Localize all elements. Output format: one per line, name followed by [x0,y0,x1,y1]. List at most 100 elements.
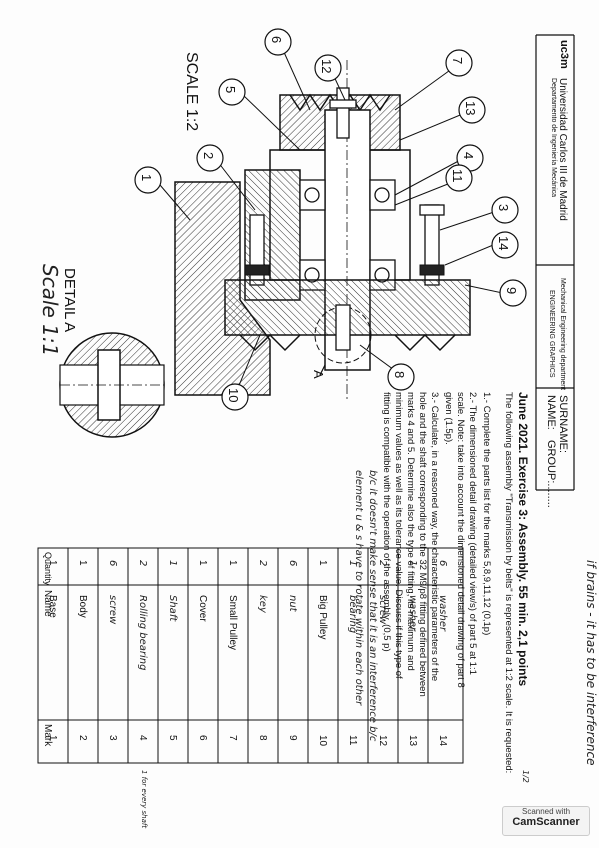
row-2-qty: 1 [77,560,88,566]
row-8-mark: 8 [257,735,268,741]
row-12-mark: 12 [377,735,388,747]
balloon-13 [458,96,486,124]
row-3-qty: 6 [107,560,118,567]
group-field[interactable]: GROUP:........ [545,440,557,508]
row-11-name: bearing [347,595,358,634]
balloon-2 [196,144,224,172]
university-logo: uc3m [558,40,570,69]
balloon-1 [134,166,162,194]
row-10-name: Big Pulley [317,595,328,640]
department-es: Departamento de Ingeniería Mecánica [550,78,557,198]
header-quantity: Quantity [43,552,53,586]
department-en: Mechanical Engineering department [559,278,566,391]
row-9-mark: 9 [287,735,298,741]
balloon-7-label: 7 [450,57,465,65]
item-3a: 3.- Calculate, in a reasoned way, the ch… [429,392,440,682]
row-3-mark: 3 [107,735,118,741]
handwritten-top-note: if brains - it has to be interference [584,560,598,766]
parts-list-table [37,547,464,764]
balloon-2-label: 2 [201,152,216,160]
balloon-5-label: 5 [223,86,238,94]
row-14-name: washer [437,595,448,632]
row-6-name: Cover [197,595,208,622]
row-14-qty: 6 [437,560,448,567]
exercise-title: June 2021. Exercise 3: Assembly. 55 min.… [516,392,530,687]
balloon-7 [445,49,473,77]
row-11-qty: 1 [347,560,358,567]
balloon-11 [445,164,473,192]
balloon-1-label: 1 [139,174,154,182]
balloon-14-label: 14 [496,236,511,251]
balloon-6-label: 6 [269,36,284,44]
exercise-intro: The following assembly "Transmission by … [503,392,514,774]
section-letter: A [311,370,326,379]
balloon-10-label: 10 [226,388,241,403]
item-3b: hole and the shaft corresponding to the … [417,392,428,697]
handwritten-side-note: 1 for every shaft [140,770,148,829]
balloon-12 [314,54,342,82]
balloon-10 [221,383,249,411]
handwritten-scale-note: 1/2 [521,770,530,783]
camscanner-watermark: Scanned with CamScanner [502,806,590,836]
university-name: Universidad Carlos III de Madrid [557,78,568,221]
row-6-qty: 1 [197,560,208,566]
row-2-mark: 2 [77,735,88,741]
balloon-8-label: 8 [392,371,407,379]
scale-label: SCALE 1:2 [183,52,200,132]
row-1-mark: 1 [47,735,58,741]
row-10-mark: 10 [317,735,328,747]
row-4-mark: 4 [137,735,148,741]
balloon-14 [491,231,519,259]
row-5-name: Shaft [167,595,178,622]
detail-scale-label: Scale 1:1 [38,264,62,357]
item-2a: 2.- The dimensioned detail drawing (deta… [467,392,478,675]
item-2b: scale. Note: take into account the dimen… [455,392,466,688]
row-7-qty: 1 [227,560,238,566]
row-5-mark: 5 [167,735,178,741]
row-13-mark: 13 [407,735,418,747]
row-14-mark: 14 [437,735,448,747]
balloon-9 [499,279,527,307]
surname-field[interactable]: SURNAME: [557,395,569,454]
watermark-line2: CamScanner [512,816,580,828]
watermark-line1: Scanned with [521,807,571,816]
row-13-qty: 1 [407,560,418,567]
row-10-qty: 1 [317,560,328,566]
balloon-11-label: 11 [450,169,465,183]
row-13-name: washer [407,595,418,632]
row-8-qty: 2 [257,560,268,567]
row-4-qty: 2 [137,560,148,567]
row-7-mark: 7 [227,735,238,741]
balloon-13-label: 13 [463,101,478,116]
item-3d: minimum values as well as its tolerance … [393,392,404,679]
row-1-name: Base [47,595,58,618]
balloon-4-label: 4 [461,152,476,160]
row-4-name: Rolling bearing [137,595,148,671]
row-12-qty: 2 [377,560,388,567]
balloon-3 [491,196,519,224]
detail-label: DETAIL A [61,268,78,333]
balloon-6 [264,28,292,56]
row-7-name: Small Pulley [227,595,238,651]
balloon-9-label: 9 [504,287,519,295]
row-6-mark: 6 [197,735,208,741]
name-field[interactable]: NAME: [545,395,557,430]
row-2-name: Body [77,595,88,618]
item-1: 1.- Complete the parts list for the mark… [481,392,492,636]
row-11-mark: 11 [347,735,358,746]
handwritten-answer-2: element u & s have to rotate within each… [353,470,364,706]
row-3-name: screw [107,595,118,625]
balloon-3-label: 3 [496,204,511,212]
balloon-5 [218,78,246,106]
item-2c: given (1.5p). [443,392,454,445]
row-5-qty: 1 [167,560,178,567]
subject-name: ENGINEERING GRAPHICS [548,290,555,378]
row-8-name: key [257,595,268,613]
row-12-name: screw [377,595,388,625]
row-9-name: nut [287,595,298,612]
row-9-qty: 6 [287,560,298,567]
balloon-12-label: 12 [319,59,334,74]
row-1-qty: 1 [47,560,58,566]
